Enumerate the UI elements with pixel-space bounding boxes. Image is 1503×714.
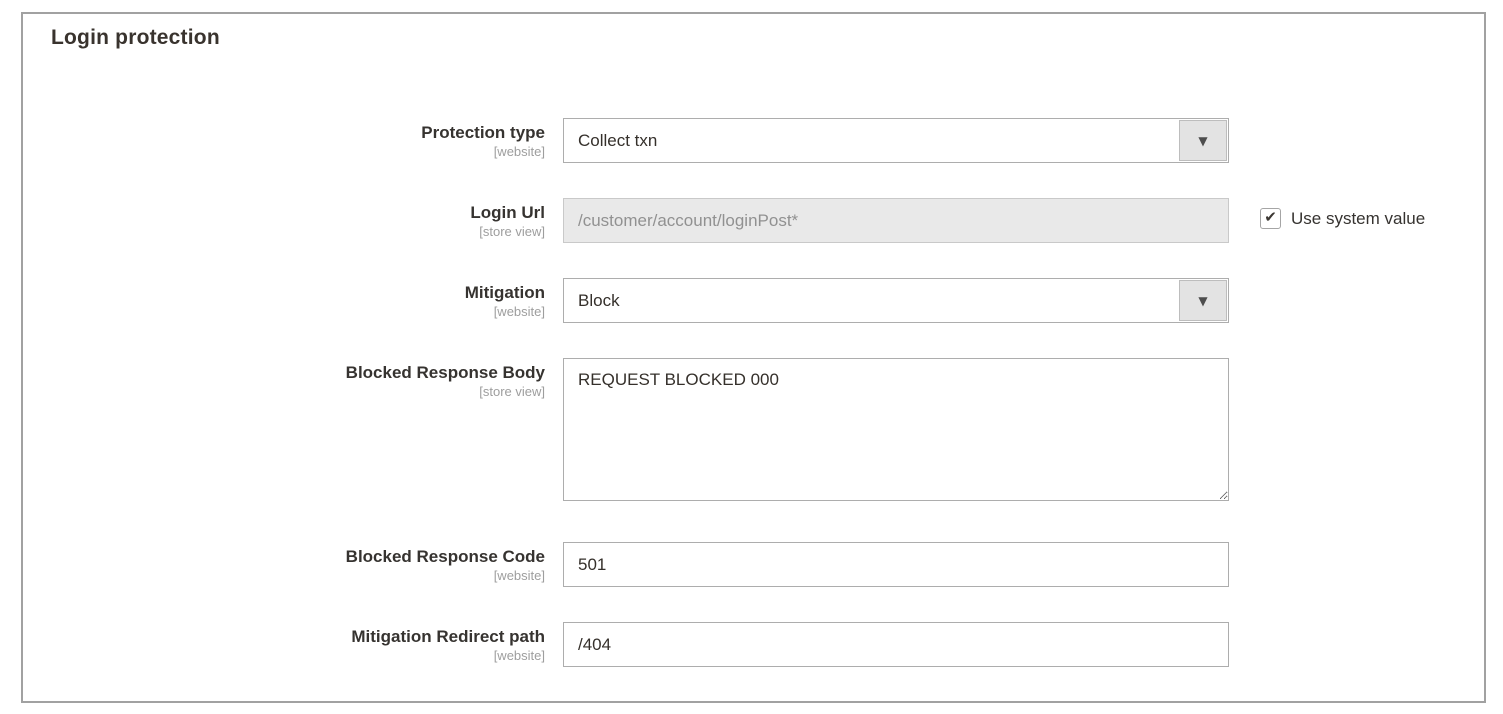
dropdown-arrow-glyph: ▼: [1198, 133, 1208, 148]
protection-type-select-value: Collect txn: [578, 131, 658, 150]
checkmark-icon: ✔: [1264, 208, 1277, 226]
use-system-value-label[interactable]: Use system value: [1291, 208, 1426, 228]
mitigation-scope: [website]: [493, 304, 545, 319]
login-url-scope: [store view]: [479, 224, 545, 239]
blocked-response-body-label-col: Blocked Response Body [store view]: [0, 363, 545, 400]
dropdown-arrow-glyph: ▼: [1198, 293, 1208, 308]
mitigation-select-value: Block: [578, 291, 620, 310]
mitigation-redirect-path-label-col: Mitigation Redirect path [website]: [0, 627, 545, 664]
protection-type-select[interactable]: Collect txn ▼: [563, 118, 1229, 163]
login-url-label-col: Login Url [store view]: [0, 203, 545, 240]
mitigation-redirect-path-label: Mitigation Redirect path: [351, 627, 545, 646]
blocked-response-code-input[interactable]: [563, 542, 1229, 587]
use-system-value-group[interactable]: ✔ Use system value: [1260, 208, 1425, 229]
blocked-response-body-textarea[interactable]: REQUEST BLOCKED 000: [563, 358, 1229, 501]
blocked-response-body-label: Blocked Response Body: [345, 363, 545, 382]
blocked-response-code-scope: [website]: [493, 568, 545, 583]
login-url-input: [563, 198, 1229, 243]
use-system-value-checkbox[interactable]: ✔: [1260, 208, 1281, 229]
blocked-response-code-label-col: Blocked Response Code [website]: [0, 547, 545, 584]
chevron-down-icon[interactable]: ▼: [1179, 280, 1227, 321]
blocked-response-body-scope: [store view]: [479, 384, 545, 399]
blocked-response-code-label: Blocked Response Code: [345, 547, 545, 566]
login-url-label: Login Url: [470, 203, 545, 222]
protection-type-scope: [website]: [493, 144, 545, 159]
mitigation-label: Mitigation: [464, 283, 545, 302]
panel-title: Login protection: [51, 26, 220, 49]
chevron-down-icon[interactable]: ▼: [1179, 120, 1227, 161]
mitigation-redirect-path-input[interactable]: [563, 622, 1229, 667]
mitigation-select[interactable]: Block ▼: [563, 278, 1229, 323]
mitigation-label-col: Mitigation [website]: [0, 283, 545, 320]
mitigation-redirect-path-scope: [website]: [493, 648, 545, 663]
protection-type-label-col: Protection type [website]: [0, 123, 545, 160]
protection-type-label: Protection type: [421, 123, 545, 142]
